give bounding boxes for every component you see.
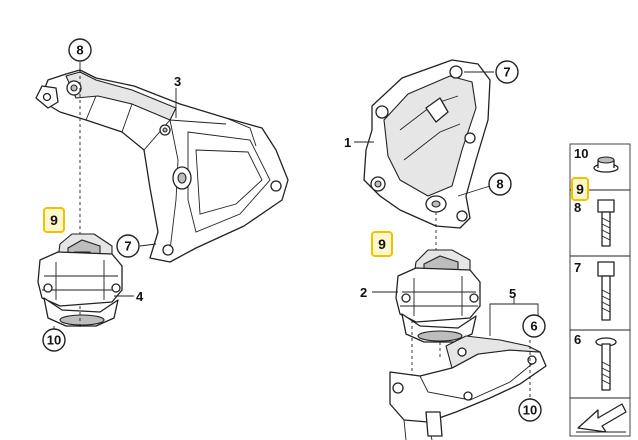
callout-6[interactable]: 6 xyxy=(522,314,546,338)
sidebar-item-9[interactable]: 9 xyxy=(571,177,589,201)
sidebar-item-7[interactable]: 7 xyxy=(574,260,615,321)
label-part-5: 5 xyxy=(509,286,516,301)
callout-10-left[interactable]: 10 xyxy=(42,328,66,352)
svg-text:9: 9 xyxy=(378,236,386,252)
parts-sidebar: 10 9 8 7 6 xyxy=(569,143,631,437)
left-bracket-3[interactable] xyxy=(35,69,289,263)
sidebar-item-6[interactable]: 6 xyxy=(574,332,617,391)
left-engine-mount-4[interactable] xyxy=(37,233,123,327)
label-part-2: 2 xyxy=(360,285,367,300)
svg-text:10: 10 xyxy=(523,403,537,418)
svg-text:7: 7 xyxy=(574,260,581,275)
callout-7-left[interactable]: 7 xyxy=(116,234,140,258)
label-part-3: 3 xyxy=(174,74,181,89)
svg-text:7: 7 xyxy=(124,239,131,254)
label-part-1: 1 xyxy=(344,135,351,150)
svg-text:6: 6 xyxy=(574,332,581,347)
right-lower-bracket-5[interactable] xyxy=(389,335,547,440)
callout-8-right[interactable]: 8 xyxy=(488,172,512,196)
svg-text:8: 8 xyxy=(574,200,581,215)
svg-text:9: 9 xyxy=(50,212,58,228)
svg-text:7: 7 xyxy=(503,65,510,80)
sidebar-item-8[interactable]: 8 xyxy=(574,199,615,247)
label-part-4: 4 xyxy=(136,289,144,304)
svg-text:10: 10 xyxy=(574,146,588,161)
callout-8-left[interactable]: 8 xyxy=(68,38,92,62)
next-page-arrow-icon[interactable] xyxy=(576,403,627,433)
callout-10-right[interactable]: 10 xyxy=(518,398,542,422)
right-engine-mount-2[interactable] xyxy=(395,249,481,343)
callout-7-right[interactable]: 7 xyxy=(495,60,519,84)
svg-text:9: 9 xyxy=(576,181,584,197)
svg-text:8: 8 xyxy=(76,43,83,58)
right-bracket-1[interactable] xyxy=(363,59,491,229)
svg-text:10: 10 xyxy=(47,333,61,348)
svg-text:6: 6 xyxy=(530,319,537,334)
highlight-9-right[interactable]: 9 xyxy=(371,231,393,257)
highlight-9-left[interactable]: 9 xyxy=(43,207,65,233)
sidebar-item-10[interactable]: 10 xyxy=(574,146,619,173)
svg-text:8: 8 xyxy=(496,177,503,192)
